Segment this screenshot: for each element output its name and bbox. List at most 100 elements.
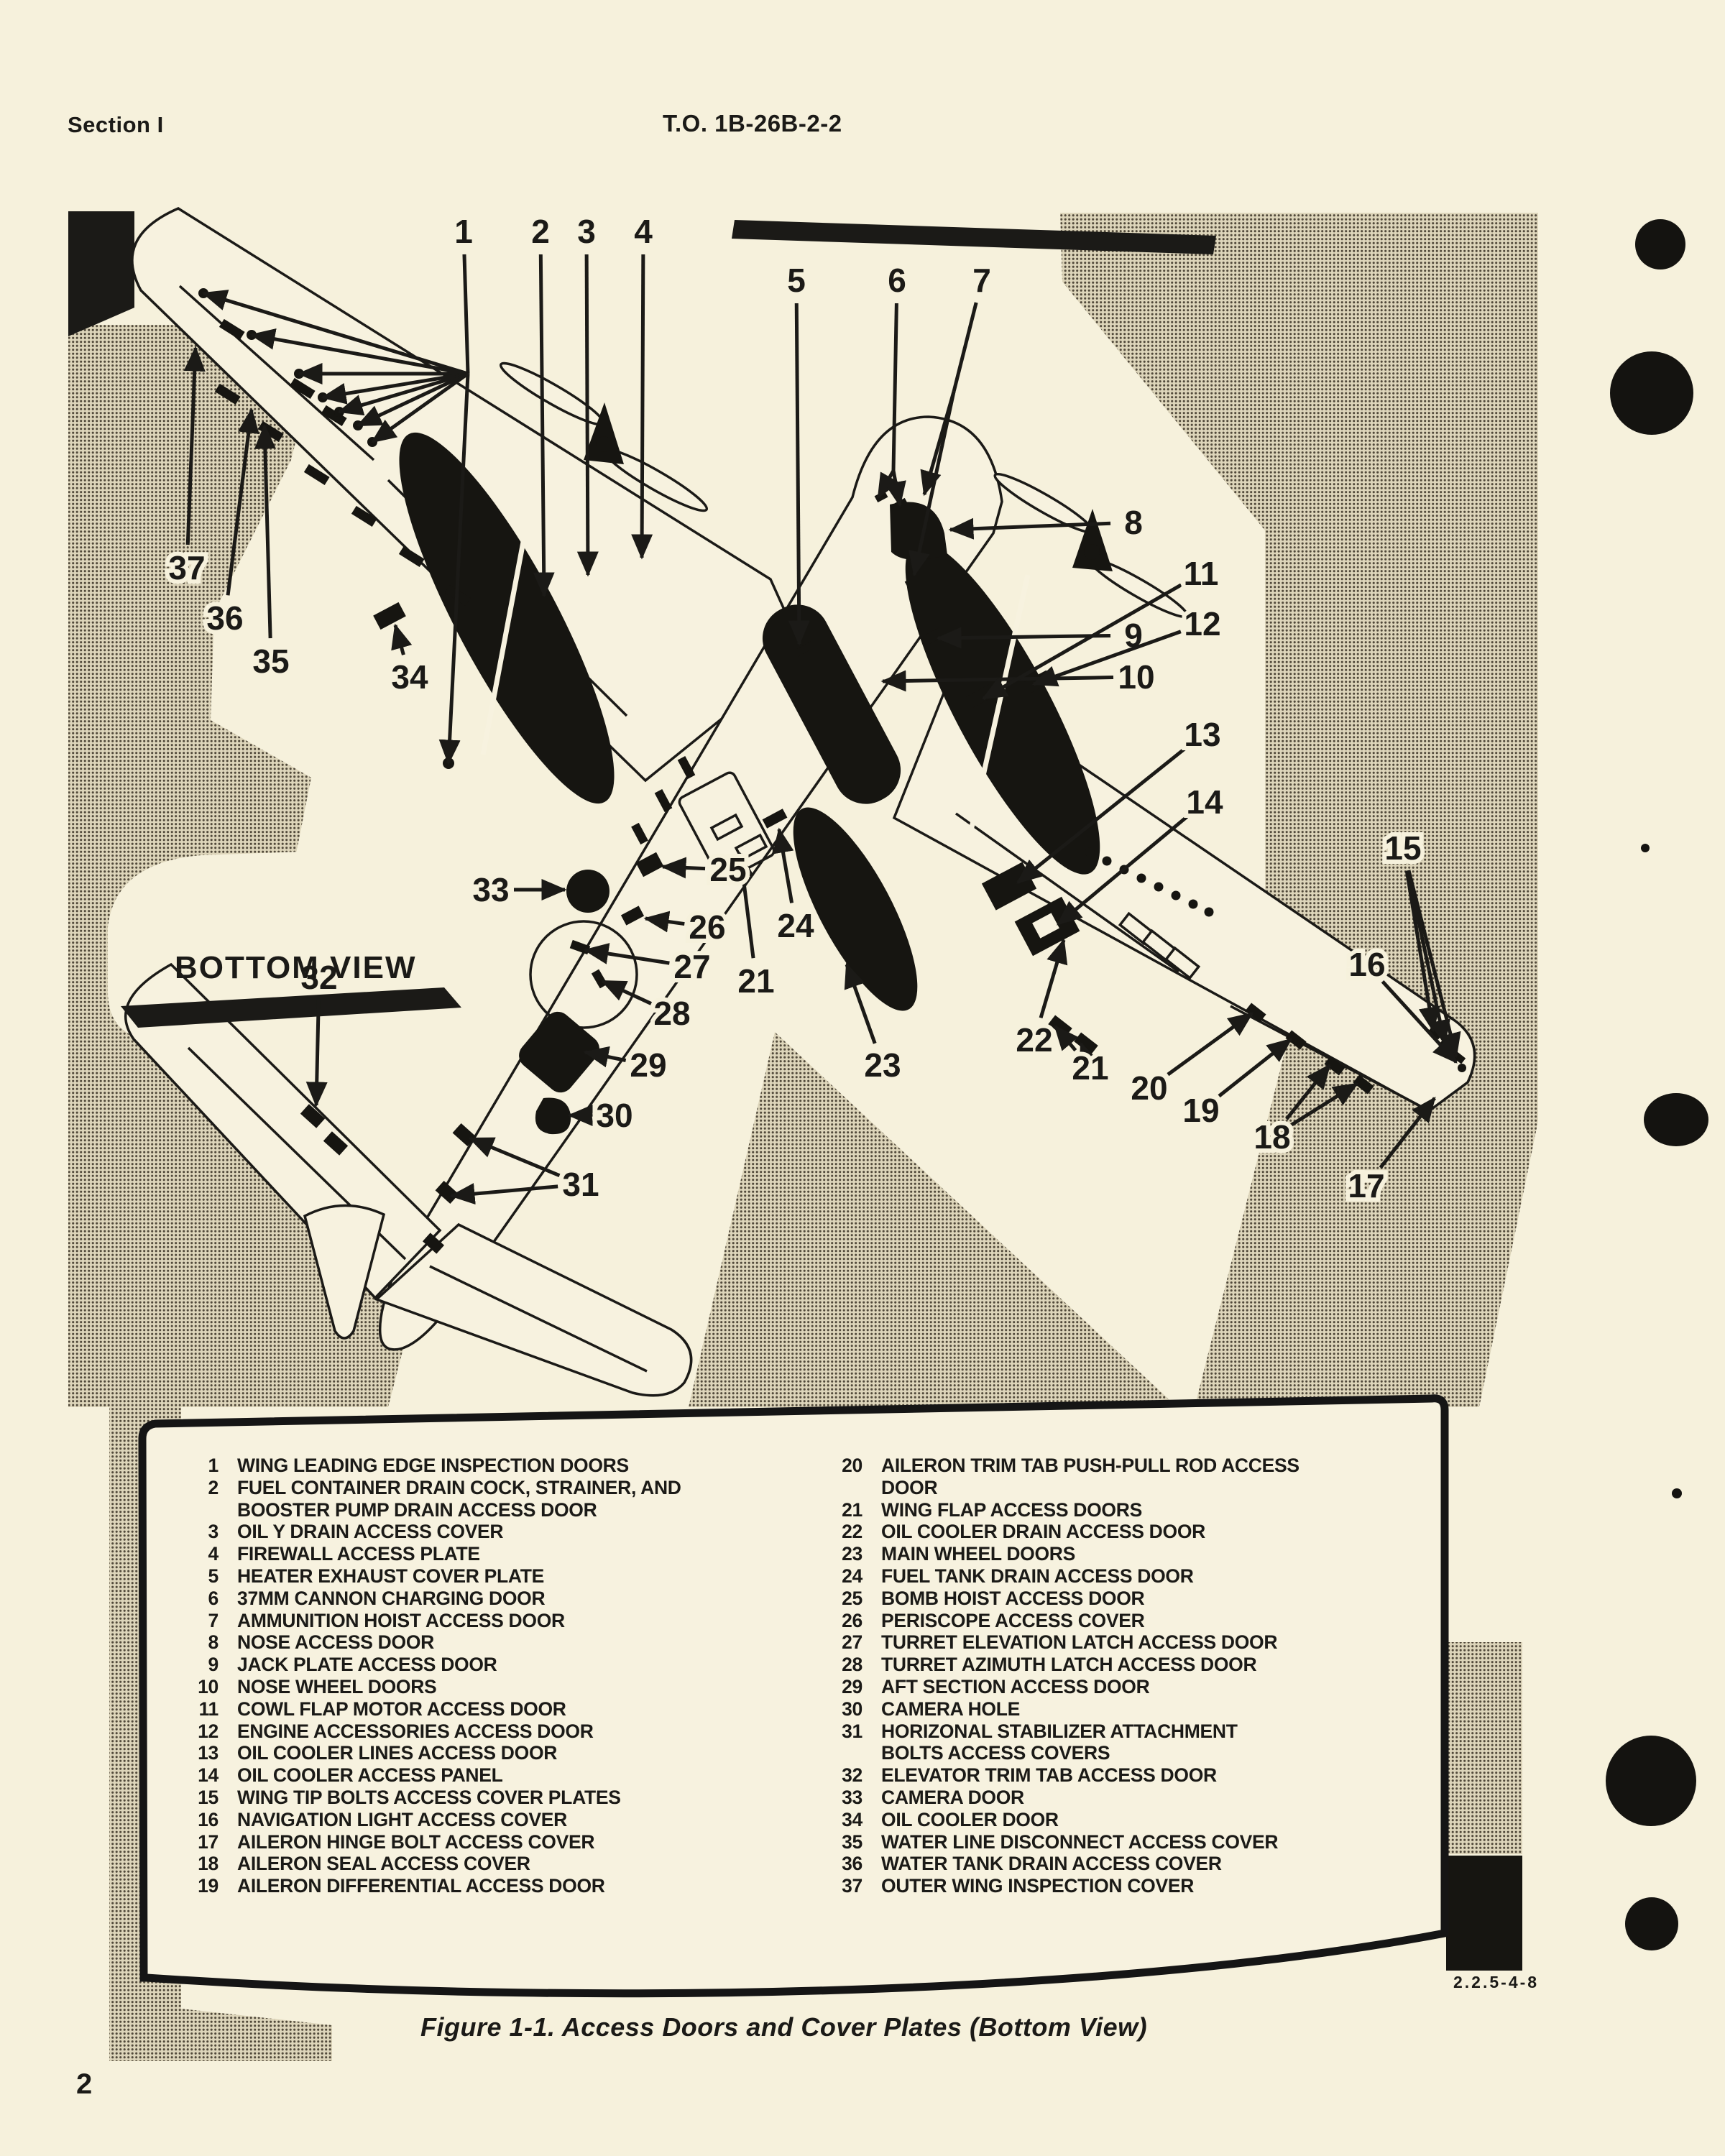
callout-23: 23: [844, 962, 906, 1088]
legend-item-text: FIREWALL ACCESS PLATE: [237, 1543, 480, 1565]
callout-35: 35: [248, 423, 294, 684]
section-label: Section I: [68, 112, 164, 137]
legend-item-text: WING FLAP ACCESS DOORS: [881, 1498, 1142, 1521]
callout-number: 7: [972, 262, 991, 299]
legend-item-number: 12: [198, 1720, 218, 1742]
legend-item-text: MAIN WHEEL DOORS: [881, 1543, 1076, 1565]
callout-number: 34: [391, 658, 428, 696]
legend-item-text: OIL COOLER ACCESS PANEL: [237, 1764, 503, 1787]
legend-item-text: AILERON HINGE BOLT ACCESS COVER: [237, 1830, 595, 1853]
callout-18: 18: [1249, 1064, 1359, 1160]
callout-36: 36: [202, 407, 259, 641]
callout-number: 18: [1254, 1118, 1290, 1156]
nacelles-and-props: [399, 361, 1189, 1011]
callout-number: 28: [653, 995, 690, 1032]
bottom-view-underline: [121, 987, 461, 1028]
legend-item-number: 32: [842, 1764, 862, 1787]
callout-3: 3: [573, 208, 600, 577]
bomb-hoist-door: [635, 852, 664, 877]
elevator-trim-door: [323, 1131, 349, 1156]
legend-item-text: ELEVATOR TRIM TAB ACCESS DOOR: [881, 1764, 1217, 1787]
legend-item-number: 35: [842, 1830, 862, 1853]
legend-item-text: TURRET AZIMUTH LATCH ACCESS DOOR: [881, 1654, 1257, 1676]
nose-access-door: [890, 502, 947, 561]
legend-item: 1 WING LEADING EDGE INSPECTION DOORS: [183, 1455, 681, 1477]
callout-31: 31: [449, 1136, 604, 1207]
camera-door: [566, 870, 610, 913]
callout-number: 22: [1016, 1021, 1052, 1059]
callout-number: 29: [630, 1046, 666, 1084]
callout-number: 17: [1348, 1167, 1384, 1204]
legend-item-number: 26: [842, 1609, 862, 1631]
callout-19: 19: [1178, 1038, 1292, 1133]
callout-number: 1: [454, 213, 473, 250]
callout-10: 10: [880, 654, 1159, 700]
legend-item-text: WING TIP BOLTS ACCESS COVER PLATES: [237, 1786, 621, 1808]
legend-item-text: OIL COOLER DRAIN ACCESS DOOR: [881, 1521, 1205, 1543]
legend-item: 28 TURRET AZIMUTH LATCH ACCESS DOOR: [827, 1654, 1300, 1676]
legend-item-number: 28: [842, 1654, 862, 1676]
stab-bolt-cover: [422, 1233, 445, 1254]
tail-view: [124, 962, 693, 1397]
legend-item-number: 33: [842, 1786, 862, 1808]
callout-number: 6: [888, 262, 906, 299]
legend-item-number: 6: [208, 1587, 219, 1609]
callout-number: 26: [689, 908, 725, 946]
legend-item-text: PERISCOPE ACCESS COVER: [881, 1609, 1145, 1631]
callout-number: 14: [1186, 783, 1223, 821]
callout-number: 12: [1184, 605, 1220, 642]
left-spinner: [584, 402, 624, 464]
callout-number: 32: [300, 959, 337, 996]
legend-item-text: FUEL CONTAINER DRAIN COCK, STRAINER, AND…: [237, 1476, 681, 1521]
callout-number: 8: [1124, 504, 1143, 541]
tail-cone: [303, 1204, 386, 1340]
legend-item-text: WING LEADING EDGE INSPECTION DOORS: [237, 1455, 629, 1476]
callout-number: 24: [777, 907, 814, 944]
legend-item-number: 23: [842, 1543, 862, 1565]
callout-4: 4: [630, 208, 657, 560]
callout-21: 21: [1054, 1025, 1113, 1091]
main-wheel-door: [793, 807, 918, 1011]
legend-item-text: ENGINE ACCESSORIES ACCESS DOOR: [237, 1720, 594, 1742]
legend-item-number: 10: [198, 1675, 218, 1697]
callout-6: 6: [876, 257, 911, 507]
callout-15: 15: [1380, 825, 1461, 1059]
callout-number: 21: [737, 962, 774, 1000]
callout-number: 13: [1184, 716, 1220, 753]
legend-item-text: AFT SECTION ACCESS DOOR: [881, 1675, 1150, 1697]
legend-item-text: OIL COOLER LINES ACCESS DOOR: [237, 1742, 558, 1764]
legend-item-number: 7: [208, 1609, 219, 1631]
callout-number: 36: [206, 599, 243, 637]
legend-item-number: 4: [208, 1543, 219, 1565]
legend-item-number: 9: [208, 1654, 219, 1676]
callout-13: 13: [1016, 711, 1225, 884]
callout-37: 37: [164, 346, 210, 591]
legend-item-number: 25: [842, 1587, 862, 1609]
legend-item: 26 PERISCOPE ACCESS COVER: [827, 1610, 1300, 1632]
plate-code: 2.2.5-4-8: [1453, 1973, 1540, 1991]
callout-number: 23: [864, 1046, 901, 1084]
legend-item: 4 FIREWALL ACCESS PLATE: [183, 1543, 681, 1565]
legend-item-text: NOSE WHEEL DOORS: [237, 1675, 437, 1697]
corner-wedge: [68, 211, 134, 336]
callout-number: 31: [562, 1166, 599, 1203]
callout-5: 5: [783, 257, 810, 646]
callout-number: 19: [1182, 1092, 1219, 1129]
callout-number: 15: [1384, 829, 1421, 867]
legend-item-number: 1: [208, 1455, 219, 1476]
